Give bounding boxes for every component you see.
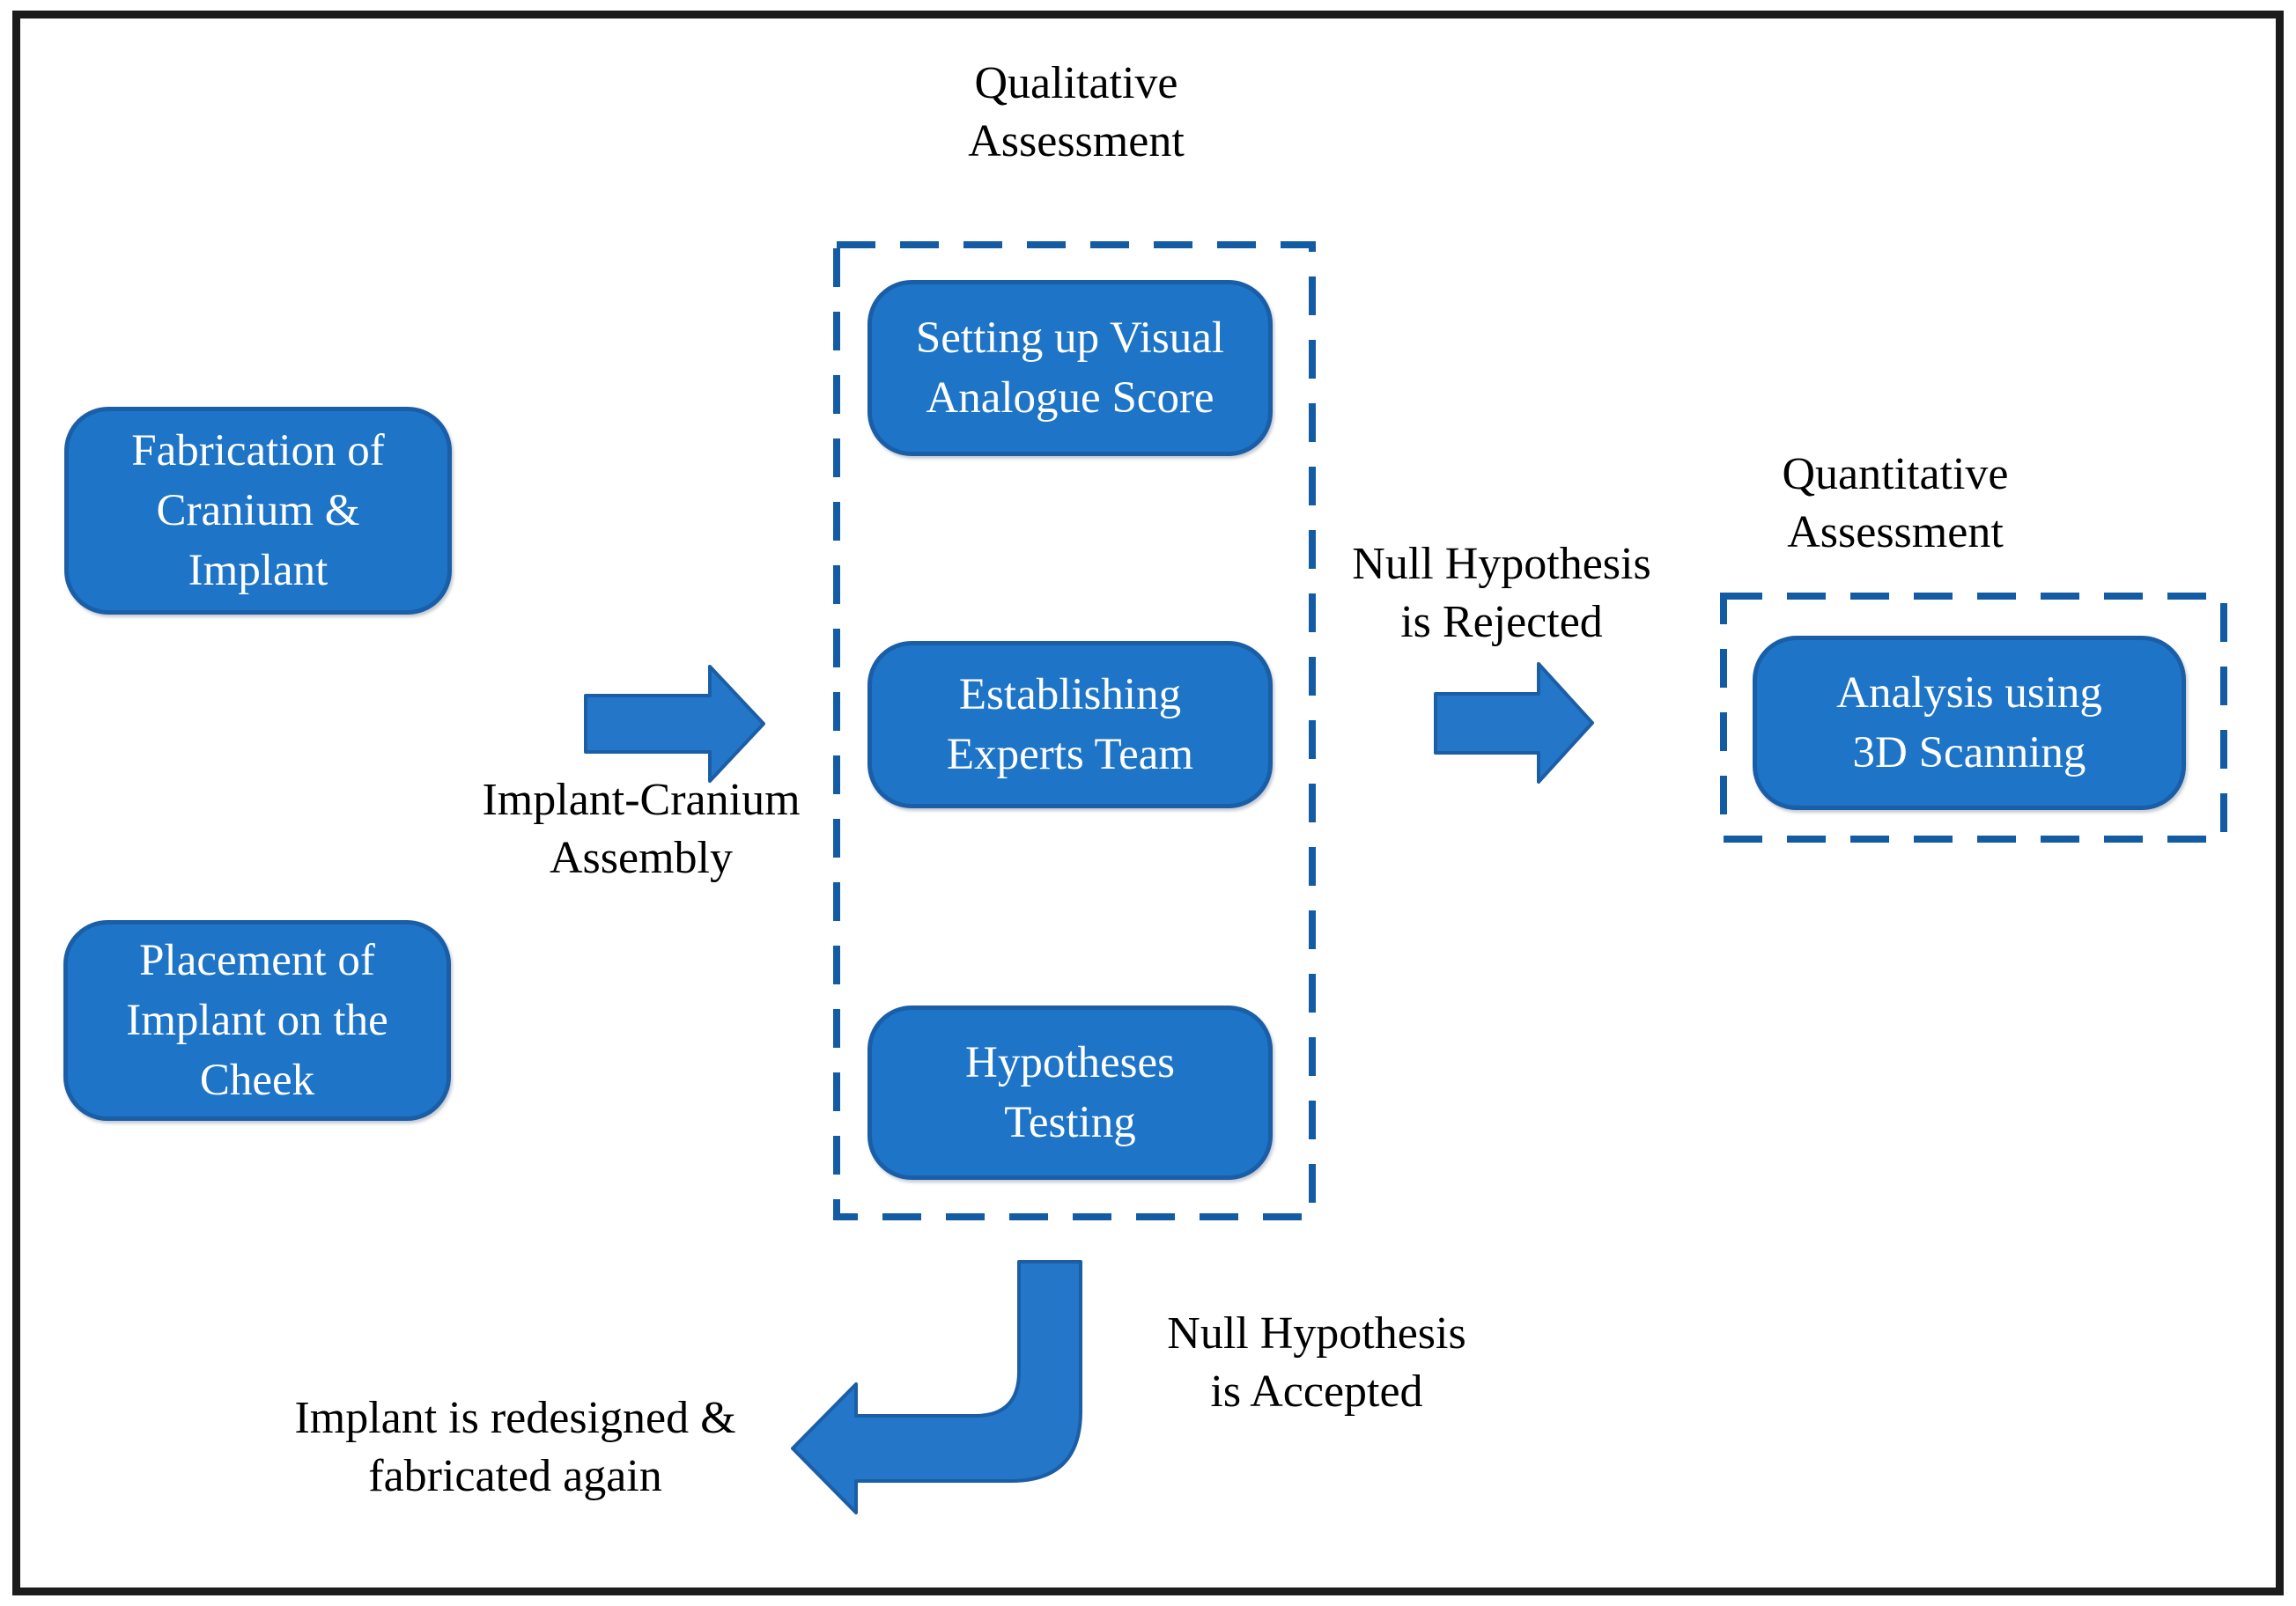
label-null-hypothesis-rejected: Null Hypothesis is Rejected bbox=[1352, 539, 1651, 647]
label-quantitative-assessment: Quantitative Assessment bbox=[1782, 449, 2009, 557]
quantitative-dashed-container bbox=[1720, 593, 2227, 843]
elbow-arrow-accepted-icon bbox=[791, 1260, 1082, 1514]
outer-frame bbox=[12, 11, 2284, 1595]
right-arrow-assembly-icon bbox=[584, 665, 765, 783]
box-experts-team: Establishing Experts Team bbox=[867, 641, 1273, 808]
label-implant-redesigned: Implant is redesigned & fabricated again bbox=[294, 1393, 736, 1501]
box-analysis-3d-scanning: Analysis using 3D Scanning bbox=[1753, 636, 2186, 810]
right-arrow-rejected-icon bbox=[1434, 662, 1594, 784]
box-hypotheses-testing: Hypotheses Testing bbox=[867, 1006, 1273, 1180]
box-placement-implant-cheek: Placement of Implant on the Cheek bbox=[63, 920, 451, 1121]
label-implant-cranium-assembly: Implant-Cranium Assembly bbox=[482, 775, 801, 883]
label-null-hypothesis-accepted: Null Hypothesis is Accepted bbox=[1167, 1308, 1466, 1417]
box-visual-analogue-score: Setting up Visual Analogue Score bbox=[867, 280, 1273, 456]
box-fabrication-cranium-implant: Fabrication of Cranium & Implant bbox=[64, 407, 452, 615]
qualitative-dashed-container bbox=[833, 241, 1316, 1220]
label-qualitative-assessment: Qualitative Assessment bbox=[968, 58, 1185, 166]
